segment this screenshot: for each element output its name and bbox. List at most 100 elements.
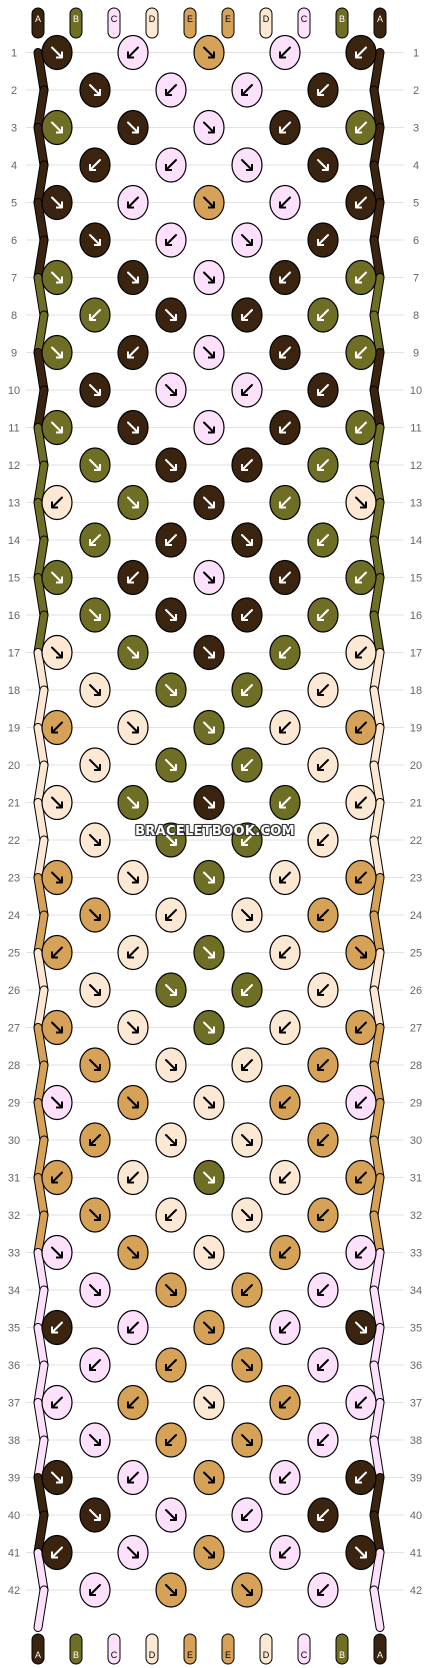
arrow-sw-icon [317, 1359, 329, 1371]
strand-segment [370, 386, 384, 431]
arrow-se-icon [203, 1096, 215, 1109]
arrow-sw-icon [355, 1471, 367, 1484]
strand-segment [370, 611, 384, 656]
strand-segment [370, 311, 384, 356]
arrow-sw-icon [279, 346, 291, 359]
arrow-sw-icon [165, 1209, 177, 1221]
strand-segment [34, 1361, 48, 1406]
arrow-sw-icon [241, 384, 253, 396]
top-strand-end [373, 7, 387, 39]
strand-segment [34, 1511, 48, 1556]
arrow-sw-icon [165, 159, 177, 171]
strand-segment [370, 1399, 384, 1444]
arrow-sw-icon [279, 1321, 291, 1334]
strand-segment [34, 1436, 48, 1481]
arrow-sw-icon [317, 1509, 329, 1521]
arrow-se-icon [203, 796, 215, 809]
arrow-se-icon [51, 796, 63, 809]
arrow-se-icon [165, 684, 177, 696]
arrow-se-icon [127, 646, 139, 659]
arrow-se-icon [165, 1584, 177, 1596]
arrow-sw-icon [279, 871, 291, 884]
strand-segment [370, 274, 384, 319]
arrow-se-icon [241, 159, 253, 171]
arrow-sw-icon [279, 646, 291, 659]
arrow-sw-icon [355, 346, 367, 359]
arrow-sw-icon [279, 196, 291, 209]
arrow-se-icon [51, 46, 63, 59]
arrow-se-icon [89, 1509, 101, 1521]
row-number-left: 19 [8, 723, 20, 735]
arrow-sw-icon [241, 834, 253, 846]
arrow-sw-icon [127, 46, 139, 59]
strand-segment [370, 236, 384, 281]
strand-segment [34, 761, 48, 806]
row-number-right: 13 [410, 498, 422, 510]
arrow-se-icon [51, 1021, 63, 1034]
row-number-right: 41 [410, 1548, 422, 1560]
strand-segment [34, 1549, 48, 1594]
row-number-right: 22 [410, 835, 422, 847]
arrow-sw-icon [51, 946, 63, 959]
arrow-se-icon [127, 421, 139, 434]
arrow-se-icon [203, 946, 215, 959]
strand-segment [34, 911, 48, 956]
arrow-se-icon [203, 721, 215, 734]
strand-segment [370, 949, 384, 994]
row-number-right: 34 [410, 1285, 422, 1297]
strand-segment [34, 1061, 48, 1106]
strand-segment [34, 49, 48, 94]
arrow-se-icon [203, 346, 215, 359]
arrow-se-icon [51, 346, 63, 359]
strand-segment [370, 461, 384, 506]
strand-segment [34, 874, 48, 919]
arrow-sw-icon [165, 1359, 177, 1371]
arrow-sw-icon [127, 1171, 139, 1184]
strand-segment [34, 1174, 48, 1219]
arrow-se-icon [165, 384, 177, 396]
arrow-se-icon [203, 1171, 215, 1184]
strand-segment [370, 124, 384, 169]
arrow-se-icon [241, 1584, 253, 1596]
row-number-right: 12 [410, 460, 422, 472]
arrow-sw-icon [241, 759, 253, 771]
row-number-right: 4 [413, 160, 419, 172]
bottom-strand-label: E [187, 1650, 193, 1660]
arrow-se-icon [317, 159, 329, 171]
arrow-se-icon [203, 496, 215, 509]
arrow-sw-icon [127, 196, 139, 209]
row-number-left: 13 [8, 498, 20, 510]
arrow-se-icon [203, 1546, 215, 1559]
arrow-se-icon [203, 571, 215, 584]
row-number-right: 11 [410, 423, 421, 435]
arrow-sw-icon [317, 1059, 329, 1071]
strand-segment [370, 1511, 384, 1556]
arrow-se-icon [51, 271, 63, 284]
arrow-sw-icon [355, 721, 367, 734]
arrow-se-icon [241, 1134, 253, 1146]
strand-segment [34, 574, 48, 619]
strand-segment [370, 1324, 384, 1369]
row-number-left: 35 [8, 1323, 20, 1335]
strand-segment [370, 1136, 384, 1181]
bottom-strand-label: E [225, 1650, 231, 1660]
row-number-left: 32 [8, 1210, 20, 1222]
row-number-right: 16 [410, 610, 422, 622]
row-number-right: 6 [413, 235, 419, 247]
row-number-right: 32 [410, 1210, 422, 1222]
row-number-left: 22 [8, 835, 20, 847]
row-number-right: 36 [410, 1360, 422, 1372]
top-strand-label: C [111, 14, 118, 24]
strand-segment [370, 836, 384, 881]
arrow-se-icon [203, 1321, 215, 1334]
arrow-sw-icon [241, 309, 253, 321]
arrow-sw-icon [241, 84, 253, 96]
row-number-left: 14 [8, 535, 20, 547]
arrow-sw-icon [317, 1209, 329, 1221]
arrow-sw-icon [127, 1396, 139, 1409]
strand-segment [34, 1211, 48, 1256]
arrow-se-icon [51, 196, 63, 209]
row-number-left: 4 [11, 160, 17, 172]
strand-segment [34, 1249, 48, 1294]
arrow-se-icon [165, 984, 177, 996]
